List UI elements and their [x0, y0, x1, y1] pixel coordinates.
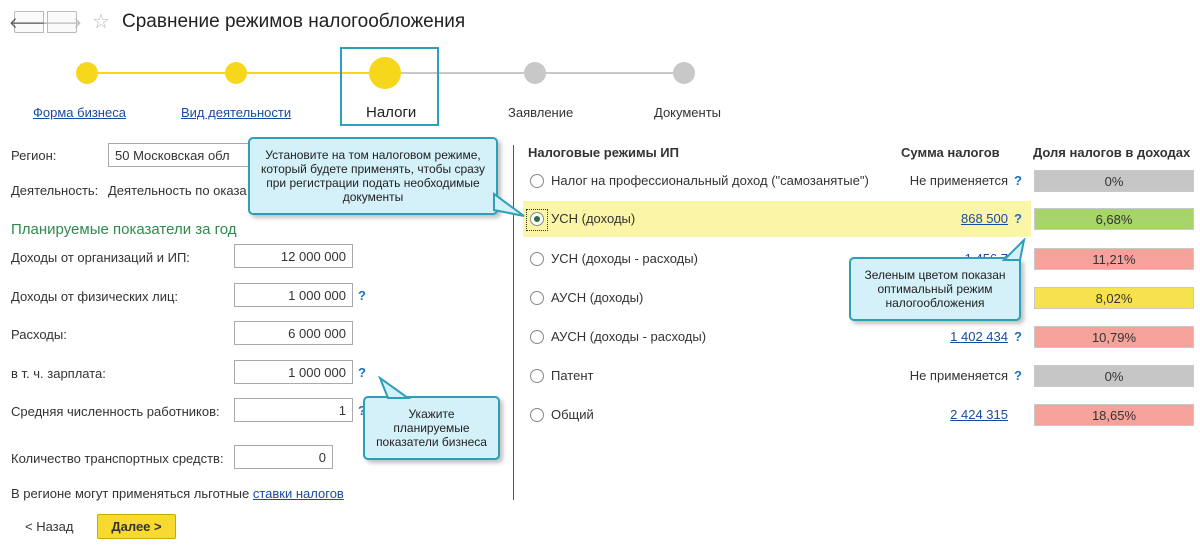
regime-name: АУСН (доходы - расходы) [551, 329, 707, 344]
section-title: Планируемые показатели за год [11, 221, 237, 238]
regime-name: АУСН (доходы) [551, 290, 644, 305]
col-header-regime: Налоговые режимы ИП [528, 145, 679, 160]
tax-sum-link[interactable]: 2 424 315 [950, 407, 1008, 422]
step-zayavlenie: Заявление [508, 105, 574, 120]
help-icon[interactable]: ? [1014, 368, 1022, 383]
next-button[interactable]: Далее > [97, 514, 176, 539]
vehicles-label: Количество транспортных средств: [11, 451, 224, 466]
callout-choose-regime-arrow [493, 192, 525, 217]
regime-name: Патент [551, 368, 594, 383]
regime-name: УСН (доходы) [551, 211, 636, 226]
step-dot-1 [76, 62, 98, 84]
step-dot-3 [369, 57, 401, 89]
vehicles-input[interactable]: 0 [234, 445, 333, 469]
salary-input[interactable]: 1 000 000 [234, 360, 353, 384]
help-icon[interactable]: ? [1014, 329, 1022, 344]
tax-sum-link[interactable]: 868 500 [961, 211, 1008, 226]
arrow-left-icon: 🡐 [8, 14, 50, 32]
callout-plan-indicators: Укажите планируемые показатели бизнеса [363, 396, 500, 460]
tax-rates-link[interactable]: ставки налогов [252, 486, 344, 501]
tax-sum-link-text[interactable]: 868 500 [961, 211, 1008, 226]
tax-share-bar: 0% [1034, 365, 1194, 387]
income-orgs-label: Доходы от организаций и ИП: [11, 250, 190, 265]
tax-share-bar: 18,65% [1034, 404, 1194, 426]
employees-label: Средняя численность работников: [11, 404, 220, 419]
regime-radio[interactable] [530, 212, 544, 226]
step-dokumenty: Документы [654, 105, 722, 120]
expenses-label: Расходы: [11, 327, 67, 342]
callout-plan-indicators-text: Укажите планируемые показатели бизнеса [376, 407, 487, 449]
regime-radio[interactable] [530, 369, 544, 383]
tax-share-bar: 8,02% [1034, 287, 1194, 309]
tax-rates-note-text: В регионе могут применяться льготные [11, 486, 250, 501]
step-nalogi: Налоги [366, 104, 417, 121]
regime-radio[interactable] [530, 408, 544, 422]
selected-row-highlight [523, 201, 1031, 237]
step-dot-4 [524, 62, 546, 84]
income-orgs-input[interactable]: 12 000 000 [234, 244, 353, 268]
regime-name: УСН (доходы - расходы) [551, 251, 698, 266]
help-icon[interactable]: ? [358, 403, 366, 418]
tax-share-bar: 11,21% [1034, 248, 1194, 270]
step-forma-biznesa[interactable]: Форма бизнеса [33, 105, 126, 120]
callout-optimal-regime-arrow [1001, 238, 1026, 261]
help-icon[interactable]: ? [1014, 211, 1022, 226]
tax-share-bar: 6,68% [1034, 208, 1194, 230]
regime-name: Общий [551, 407, 594, 422]
col-header-share: Доля налогов в доходах [1033, 145, 1191, 160]
step-dot-5 [673, 62, 695, 84]
callout-choose-regime: Установите на том налоговом режиме, кото… [248, 137, 498, 215]
regime-radio[interactable] [530, 174, 544, 188]
tax-sum-value: Не применяется [909, 368, 1008, 383]
page-title: Сравнение режимов налогообложения [122, 11, 466, 32]
income-individuals-input[interactable]: 1 000 000 [234, 283, 353, 307]
step-vid-deyatelnosti[interactable]: Вид деятельности [181, 105, 292, 120]
expenses-input[interactable]: 6 000 000 [234, 321, 353, 345]
column-divider [513, 145, 514, 500]
employees-input[interactable]: 1 [234, 398, 353, 422]
tax-sum-link-text[interactable]: 1 402 434 [950, 329, 1008, 344]
callout-choose-regime-text: Установите на том налоговом режиме, кото… [260, 148, 486, 204]
callout-optimal-regime: Зеленым цветом показан оптимальный режим… [849, 257, 1021, 321]
income-individuals-label: Доходы от физических лиц: [11, 289, 179, 304]
callout-optimal-regime-text: Зеленым цветом показан оптимальный режим… [864, 268, 1006, 310]
activity-value[interactable]: Деятельность по оказа [108, 183, 247, 198]
tax-share-bar: 0% [1034, 170, 1194, 192]
callout-plan-indicators-arrow [378, 376, 412, 399]
activity-label: Деятельность: [11, 183, 99, 198]
current-step-highlight [340, 47, 439, 126]
forward-button[interactable]: 🡒 [42, 11, 82, 33]
salary-label: в т. ч. зарплата: [11, 366, 106, 381]
regime-radio[interactable] [530, 330, 544, 344]
step-dot-2 [225, 62, 247, 84]
back-link[interactable]: < Назад [25, 519, 74, 534]
region-label: Регион: [11, 148, 57, 163]
tax-share-bar: 10,79% [1034, 326, 1194, 348]
tax-sum-value: Не применяется [909, 173, 1008, 188]
tax-sum-link-text[interactable]: 2 424 315 [950, 407, 1008, 422]
region-input[interactable]: 50 Московская обл [108, 143, 258, 167]
tax-sum-link[interactable]: 1 402 434 [950, 329, 1008, 344]
regime-radio[interactable] [530, 291, 544, 305]
favorite-star-icon[interactable]: ☆ [92, 11, 110, 33]
help-icon[interactable]: ? [1014, 173, 1022, 188]
col-header-sum: Сумма налогов [901, 145, 1000, 160]
tax-rates-note: В регионе могут применяться льготные ста… [11, 486, 344, 501]
radio-focus-ring [526, 209, 548, 231]
back-button[interactable]: 🡐 [9, 11, 49, 33]
arrow-right-icon: 🡒 [41, 14, 83, 32]
help-icon[interactable]: ? [358, 365, 366, 380]
regime-radio[interactable] [530, 252, 544, 266]
help-icon[interactable]: ? [358, 288, 366, 303]
regime-name: Налог на профессиональный доход ("самоза… [551, 173, 869, 188]
